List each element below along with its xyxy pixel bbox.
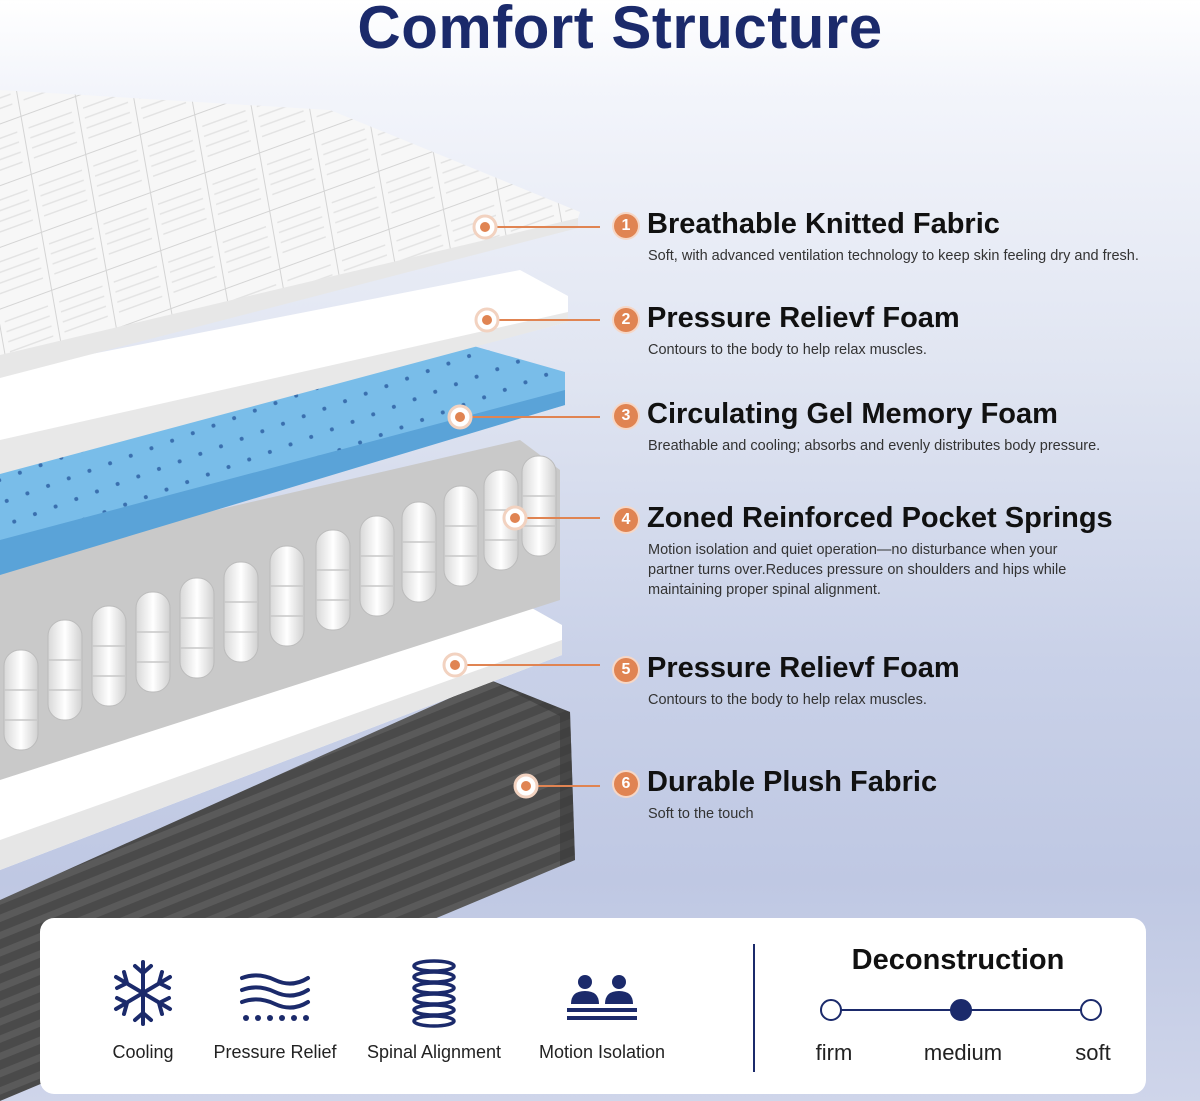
layer-number-badge: 3: [614, 404, 638, 428]
feature-pressure-relief: Pressure Relief: [200, 958, 350, 1063]
layer-description: Soft to the touch: [648, 806, 754, 822]
coil-spring-icon: [412, 959, 456, 1028]
mattress-cutaway-illustration: [0, 90, 600, 1101]
feature-motion-isolation: Motion Isolation: [527, 958, 677, 1063]
layer-number-badge: 2: [614, 308, 638, 332]
layer-name: Zoned Reinforced Pocket Springs: [647, 502, 1113, 534]
layer-leader-lines: [455, 226, 600, 787]
snowflake-icon: [114, 960, 172, 1026]
layer-number-badge: 1: [614, 214, 638, 238]
feature-cooling: Cooling: [68, 958, 218, 1063]
layer-description: Breathable and cooling; absorbs and even…: [648, 438, 1101, 454]
deconstruction-title: Deconstruction: [851, 944, 1065, 976]
layer-number-badge: 6: [614, 772, 638, 796]
layer-markers: [442, 214, 539, 799]
layer-number-badge: 5: [614, 658, 638, 682]
feature-label: Motion Isolation: [538, 1042, 666, 1062]
feature-label: Pressure Relief: [213, 1042, 337, 1062]
pressure-waves-icon: [240, 973, 310, 1021]
layer-name: Pressure Relievf Foam: [647, 302, 960, 334]
firmness-label-firm: firm: [815, 1040, 853, 1065]
layer-name: Breathable Knitted Fabric: [647, 208, 1000, 240]
two-people-icon: [567, 975, 637, 1020]
feature-label: Spinal Alignment: [366, 1042, 502, 1062]
features-card: Cooling Pressure Relief: [40, 918, 1146, 1094]
feature-label: Cooling: [112, 1042, 174, 1062]
firmness-dot-medium: [950, 999, 972, 1021]
layer-description: Contours to the body to help relax muscl…: [648, 342, 927, 358]
firmness-dot-soft: [1080, 999, 1102, 1021]
card-divider: [753, 944, 755, 1072]
layer-name: Pressure Relievf Foam: [647, 652, 960, 684]
page-title: Comfort Structure: [357, 0, 883, 61]
firmness-dot-firm: [820, 999, 842, 1021]
layer-description: Contours to the body to help relax muscl…: [648, 692, 927, 708]
layer-name: Durable Plush Fabric: [647, 766, 938, 798]
layer-description: Soft, with advanced ventilation technolo…: [648, 248, 1139, 264]
firmness-label-soft: soft: [1075, 1040, 1111, 1065]
layer-description: Motion isolation and quiet operation—no …: [648, 542, 1067, 598]
pocket-springs: [3, 455, 557, 751]
feature-spinal-alignment: Spinal Alignment: [359, 958, 509, 1063]
layer-number-badge: 4: [614, 508, 638, 532]
layer-name: Circulating Gel Memory Foam: [647, 398, 1058, 430]
firmness-label-medium: medium: [923, 1040, 1003, 1065]
